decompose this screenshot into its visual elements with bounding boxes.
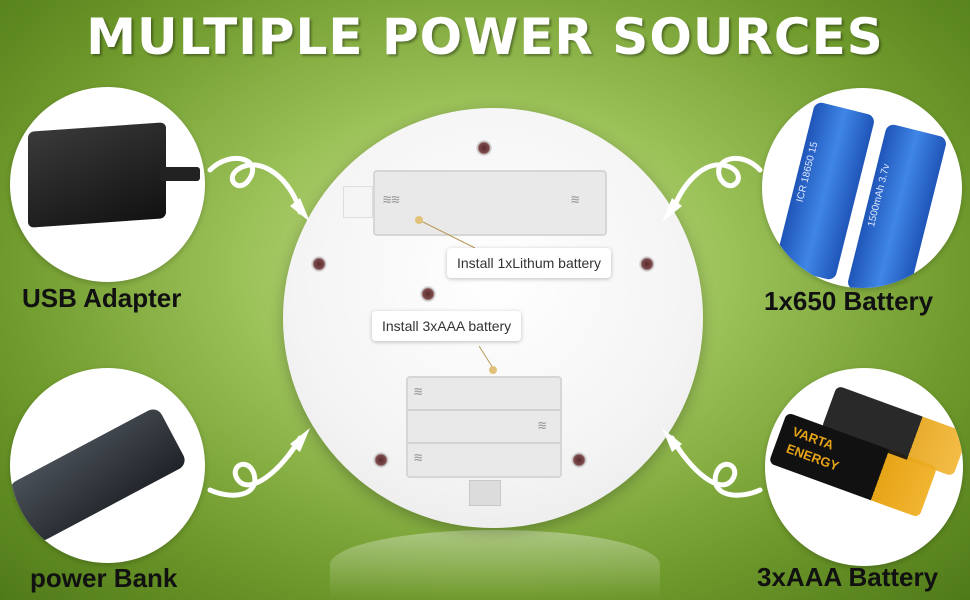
screw-hole-right [639, 256, 655, 272]
arrow-usb-icon [207, 155, 303, 215]
lithium-18650-battery-image: ICR 18650 15 1500mAh 3.7v [762, 88, 962, 288]
screw-hole-left [311, 256, 327, 272]
arrow-18650-icon [669, 156, 763, 215]
callout-dot-lithium [415, 216, 423, 224]
leader-line-lithium [418, 219, 476, 249]
screw-hole-bottom-left [373, 452, 389, 468]
table-reflection [330, 530, 660, 600]
arrow-aaa-icon [669, 435, 763, 498]
power-bank-image [10, 368, 205, 563]
spring-right-icon: ≋ [571, 192, 580, 208]
label-3xaaa-battery: 3xAAA Battery [757, 562, 939, 592]
screw-hole-center [420, 286, 436, 302]
usb-adapter-image [10, 87, 205, 282]
spring-left-icon: ≋≋ [383, 192, 400, 208]
spring-icon: ≋ [414, 450, 423, 466]
arrowhead-usb-icon [290, 198, 310, 222]
aaa-battery-compartment: ≋ ≋ ≋ [406, 376, 562, 478]
compartment-latch [343, 186, 373, 218]
arrow-powerbank-icon [207, 435, 303, 498]
aaa-battery-image: VARTA ENERGY [765, 368, 963, 566]
arrowhead-powerbank-icon [290, 428, 310, 452]
arrowhead-18650-icon [662, 198, 682, 222]
callout-aaa-battery: Install 3xAAA battery [372, 311, 522, 341]
screw-hole-bottom-right [571, 452, 587, 468]
usb-plug [160, 167, 200, 181]
slot-divider [408, 442, 560, 444]
screw-hole-top [476, 140, 492, 156]
callout-lithium-battery: Install 1xLithum battery [447, 248, 611, 278]
leader-line-aaa [478, 345, 494, 369]
callout-dot-aaa [489, 366, 497, 374]
label-usb-adapter: USB Adapter [22, 283, 182, 313]
spring-icon: ≋ [538, 418, 547, 434]
label-power-bank: power Bank [30, 563, 178, 593]
lithium-battery-compartment: ≋≋ ≋ [373, 170, 607, 236]
compartment-clip [469, 480, 501, 506]
callout-leaders [415, 216, 497, 374]
device-base-disc: ≋≋ ≋ ≋ ≋ ≋ Install 1xLithum battery Inst… [283, 108, 703, 528]
label-1x650-battery: 1x650 Battery [764, 286, 934, 316]
slot-divider [408, 409, 560, 411]
arrowhead-aaa-icon [662, 428, 682, 452]
spring-icon: ≋ [414, 384, 423, 400]
page-title: MULTIPLE POWER SOURCES [86, 8, 884, 66]
